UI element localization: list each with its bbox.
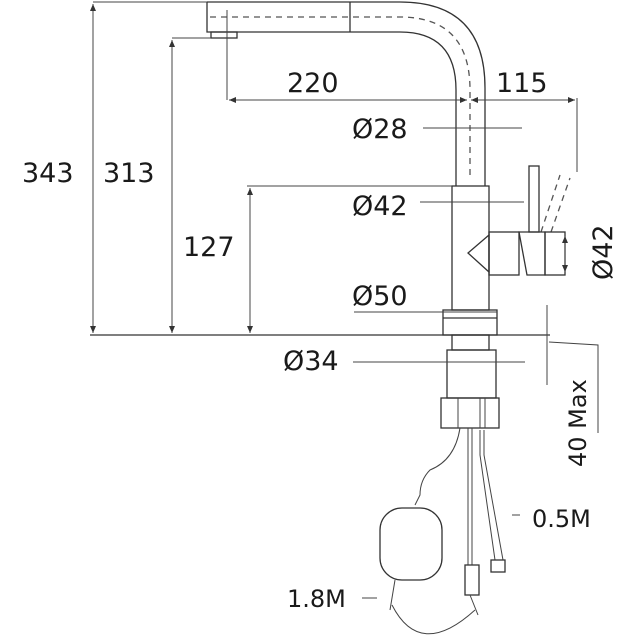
dimension-lines [90,1,599,599]
dim-220: 220 [287,68,339,99]
dim-d34: Ø34 [283,346,339,377]
dim-127: 127 [183,232,235,263]
dim-313: 313 [103,158,155,189]
dim-d50: Ø50 [352,281,408,312]
dim-d42-handle: Ø42 [588,224,619,280]
dim-d42-body: Ø42 [352,191,408,222]
label-1-8m: 1.8M [287,585,346,613]
label-0-5m: 0.5M [532,505,591,533]
shank-and-hoses [379,334,506,635]
dim-d28: Ø28 [352,114,408,145]
dim-40-max: 40 Max [564,379,592,467]
spout [206,1,486,186]
dim-343: 343 [22,158,74,189]
dim-115: 115 [496,68,548,99]
lever-handle [467,165,571,276]
